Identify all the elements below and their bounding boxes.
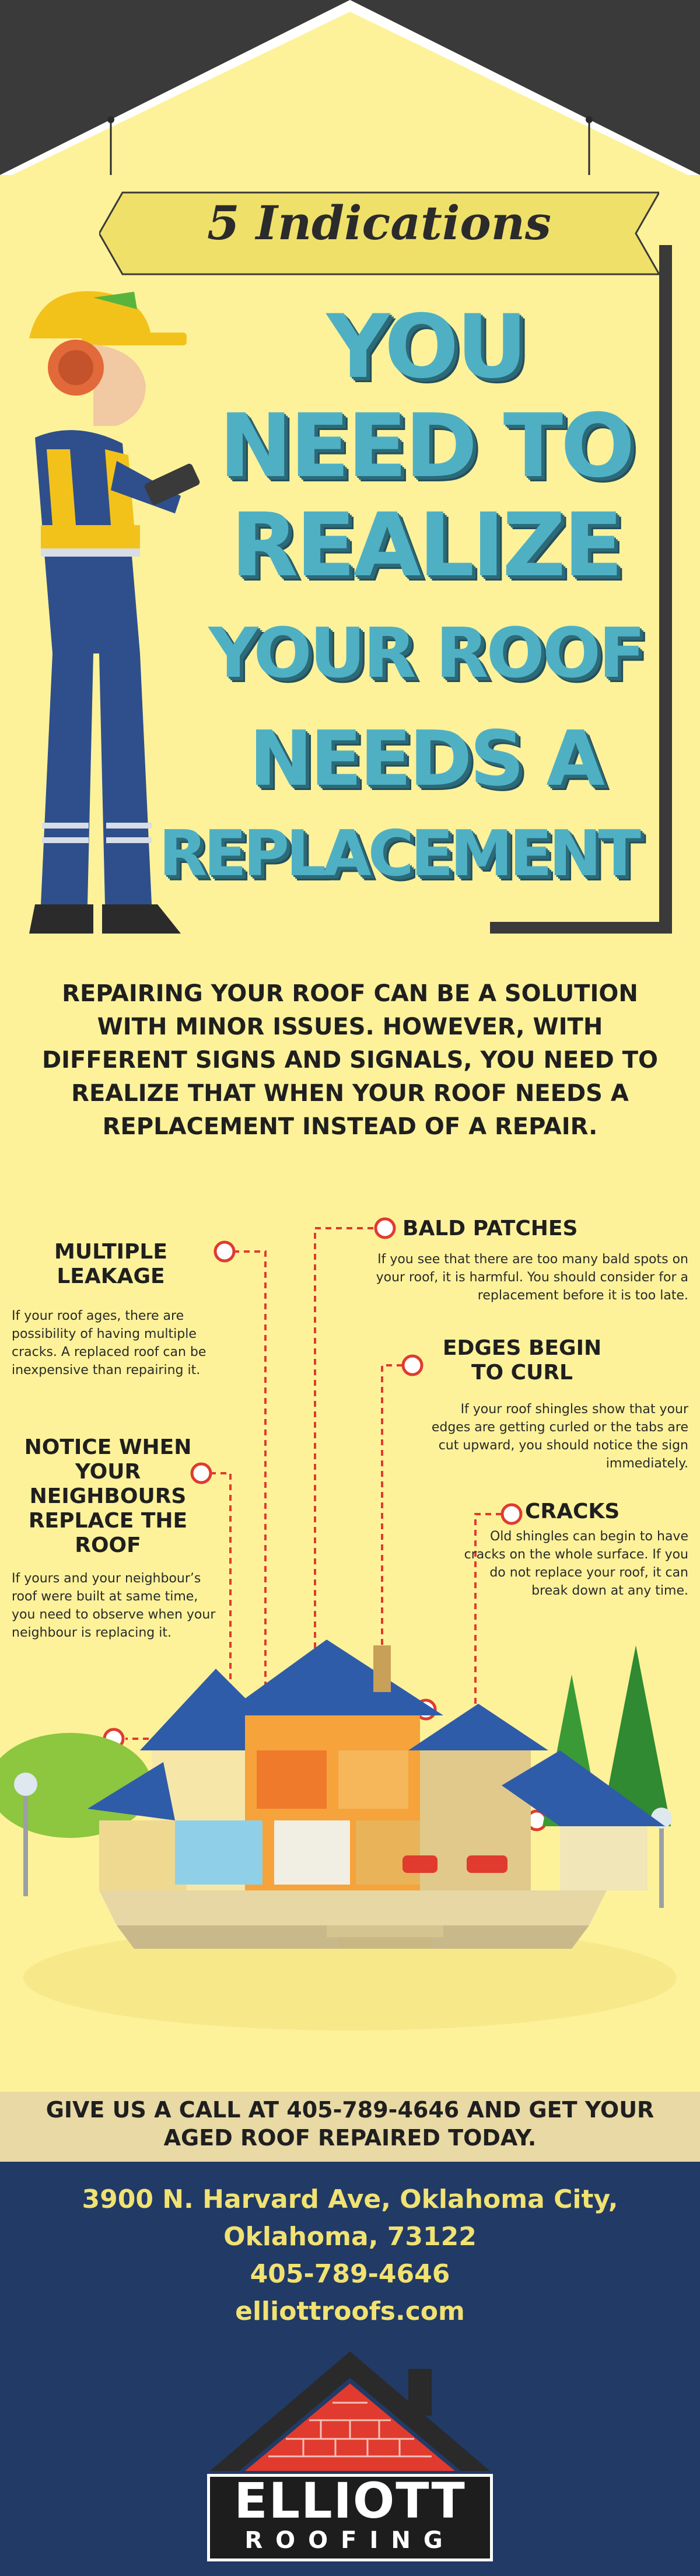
- bald-text: If you see that there are too many bald …: [376, 1252, 688, 1303]
- hero-line-5: NEEDS A: [249, 714, 605, 803]
- cta-text-content: GIVE US A CALL AT 405-789-4646 AND GET Y…: [46, 2097, 654, 2151]
- sign-title: 5 Indications: [207, 195, 551, 250]
- hero-line-4: YOUR ROOF: [208, 613, 645, 693]
- address-line-1: 3900 N. Harvard Ave, Oklahoma City,: [82, 2184, 618, 2214]
- logo-roof-icon: [210, 2351, 490, 2471]
- sign-banner: [99, 191, 659, 275]
- logo-brand: ELLIOTT: [234, 2472, 466, 2529]
- worker-illustration: [29, 291, 200, 934]
- leakage-title: MULTIPLE LEAKAGE: [54, 1240, 167, 1288]
- hero-line-2: NEED TO: [219, 396, 635, 497]
- top-roof: [0, 0, 700, 175]
- leakage-text: If your roof ages, there are possibility…: [12, 1309, 206, 1378]
- cta-band: [0, 2092, 700, 2162]
- hero-line-3: REALIZE: [230, 495, 624, 596]
- bald-title: BALD PATCHES: [402, 1217, 578, 1240]
- cracks-text: Old shingles can begin to have cracks on…: [464, 1529, 688, 1598]
- website-link[interactable]: elliottroofs.com: [235, 2297, 465, 2326]
- neighbours-title: NOTICE WHEN YOUR NEIGHBOURS REPLACE THE …: [24, 1435, 192, 1557]
- cracks-title: CRACKS: [525, 1500, 620, 1523]
- hero-line-1: YOU: [326, 296, 528, 398]
- neighbours-text: If yours and your neighbour’s roof were …: [12, 1571, 216, 1640]
- hero-line-6: REPLACEMENT: [159, 817, 641, 890]
- edges-title: EDGES BEGIN TO CURL: [442, 1336, 602, 1385]
- address-line-2: Oklahoma, 73122: [223, 2222, 477, 2252]
- logo-sub: ROOFING: [244, 2527, 456, 2554]
- hero-frame-bottom: [490, 922, 672, 934]
- logo-box: [207, 2474, 493, 2561]
- hero-frame: [659, 245, 672, 934]
- phone-number[interactable]: 405-789-4646: [250, 2259, 450, 2289]
- edges-text: If your roof shingles show that your edg…: [431, 1402, 688, 1471]
- cta-text: GIVE US A CALL AT 405-789-4646 AND GET Y…: [0, 2096, 700, 2152]
- house-illustration: [0, 1640, 677, 2030]
- intro-text: REPAIRING YOUR ROOF CAN BE A SOLUTION WI…: [41, 980, 659, 1140]
